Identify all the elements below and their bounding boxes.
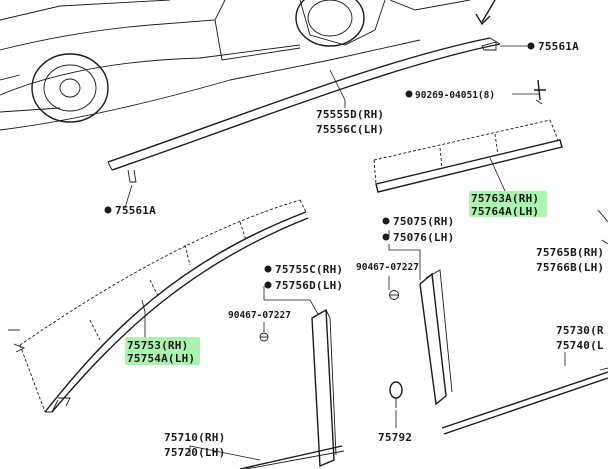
leader-lines bbox=[124, 45, 566, 461]
belt-molding-75730 bbox=[441, 209, 608, 435]
bullet-90269 bbox=[405, 90, 413, 98]
pillar-garnish-75075 bbox=[389, 269, 453, 408]
label-90269: 90269-04051(8) bbox=[415, 90, 495, 101]
label-75556c: 75556C(LH) bbox=[316, 123, 384, 136]
label-75730: 75730(R bbox=[556, 324, 604, 337]
label-75740: 75740(L bbox=[556, 339, 604, 352]
bullet-75561a-top bbox=[527, 42, 535, 50]
bullet-75076 bbox=[382, 233, 390, 241]
vehicle-body-sketch bbox=[0, 0, 496, 131]
highlight-75753 bbox=[125, 337, 200, 365]
label-75756d: 75756D(LH) bbox=[275, 279, 343, 292]
bullet-75075 bbox=[382, 217, 390, 225]
bullet-75755c bbox=[264, 265, 272, 273]
label-75753: 75753(RH) bbox=[127, 339, 188, 352]
label-75555d: 75555D(RH) bbox=[316, 108, 384, 121]
pillar-garnish-75755c bbox=[259, 308, 337, 468]
roof-molding-75555d bbox=[107, 37, 501, 183]
label-90467-left: 90467-07227 bbox=[228, 310, 291, 321]
highlight-75763a bbox=[469, 191, 547, 217]
label-75076: 75076(LH) bbox=[393, 231, 454, 244]
label-75764a: 75764A(LH) bbox=[471, 205, 539, 218]
label-75792: 75792 bbox=[378, 431, 412, 444]
door-frame-molding-75763a bbox=[373, 119, 563, 193]
belt-molding-75710 bbox=[239, 445, 345, 469]
label-75755c: 75755C(RH) bbox=[275, 263, 343, 276]
label-75561a-top: 75561A bbox=[538, 40, 579, 53]
bullet-75756d bbox=[264, 281, 272, 289]
label-75075: 75075(RH) bbox=[393, 215, 454, 228]
label-75766b: 75766B(LH) bbox=[536, 261, 604, 274]
label-75765b: 75765B(RH) bbox=[536, 246, 604, 259]
label-75561a-left: 75561A bbox=[115, 204, 156, 217]
screw-90269 bbox=[534, 79, 546, 105]
bullet-75561a-left bbox=[104, 206, 112, 214]
pillar-molding-75753 bbox=[8, 199, 309, 413]
label-90467-right: 90467-07227 bbox=[356, 262, 419, 273]
label-75720: 75720(LH) bbox=[164, 446, 225, 459]
label-bullets bbox=[104, 42, 535, 289]
label-75763a: 75763A(RH) bbox=[471, 192, 539, 205]
label-75710: 75710(RH) bbox=[164, 431, 225, 444]
label-75754a: 75754A(LH) bbox=[127, 352, 195, 365]
